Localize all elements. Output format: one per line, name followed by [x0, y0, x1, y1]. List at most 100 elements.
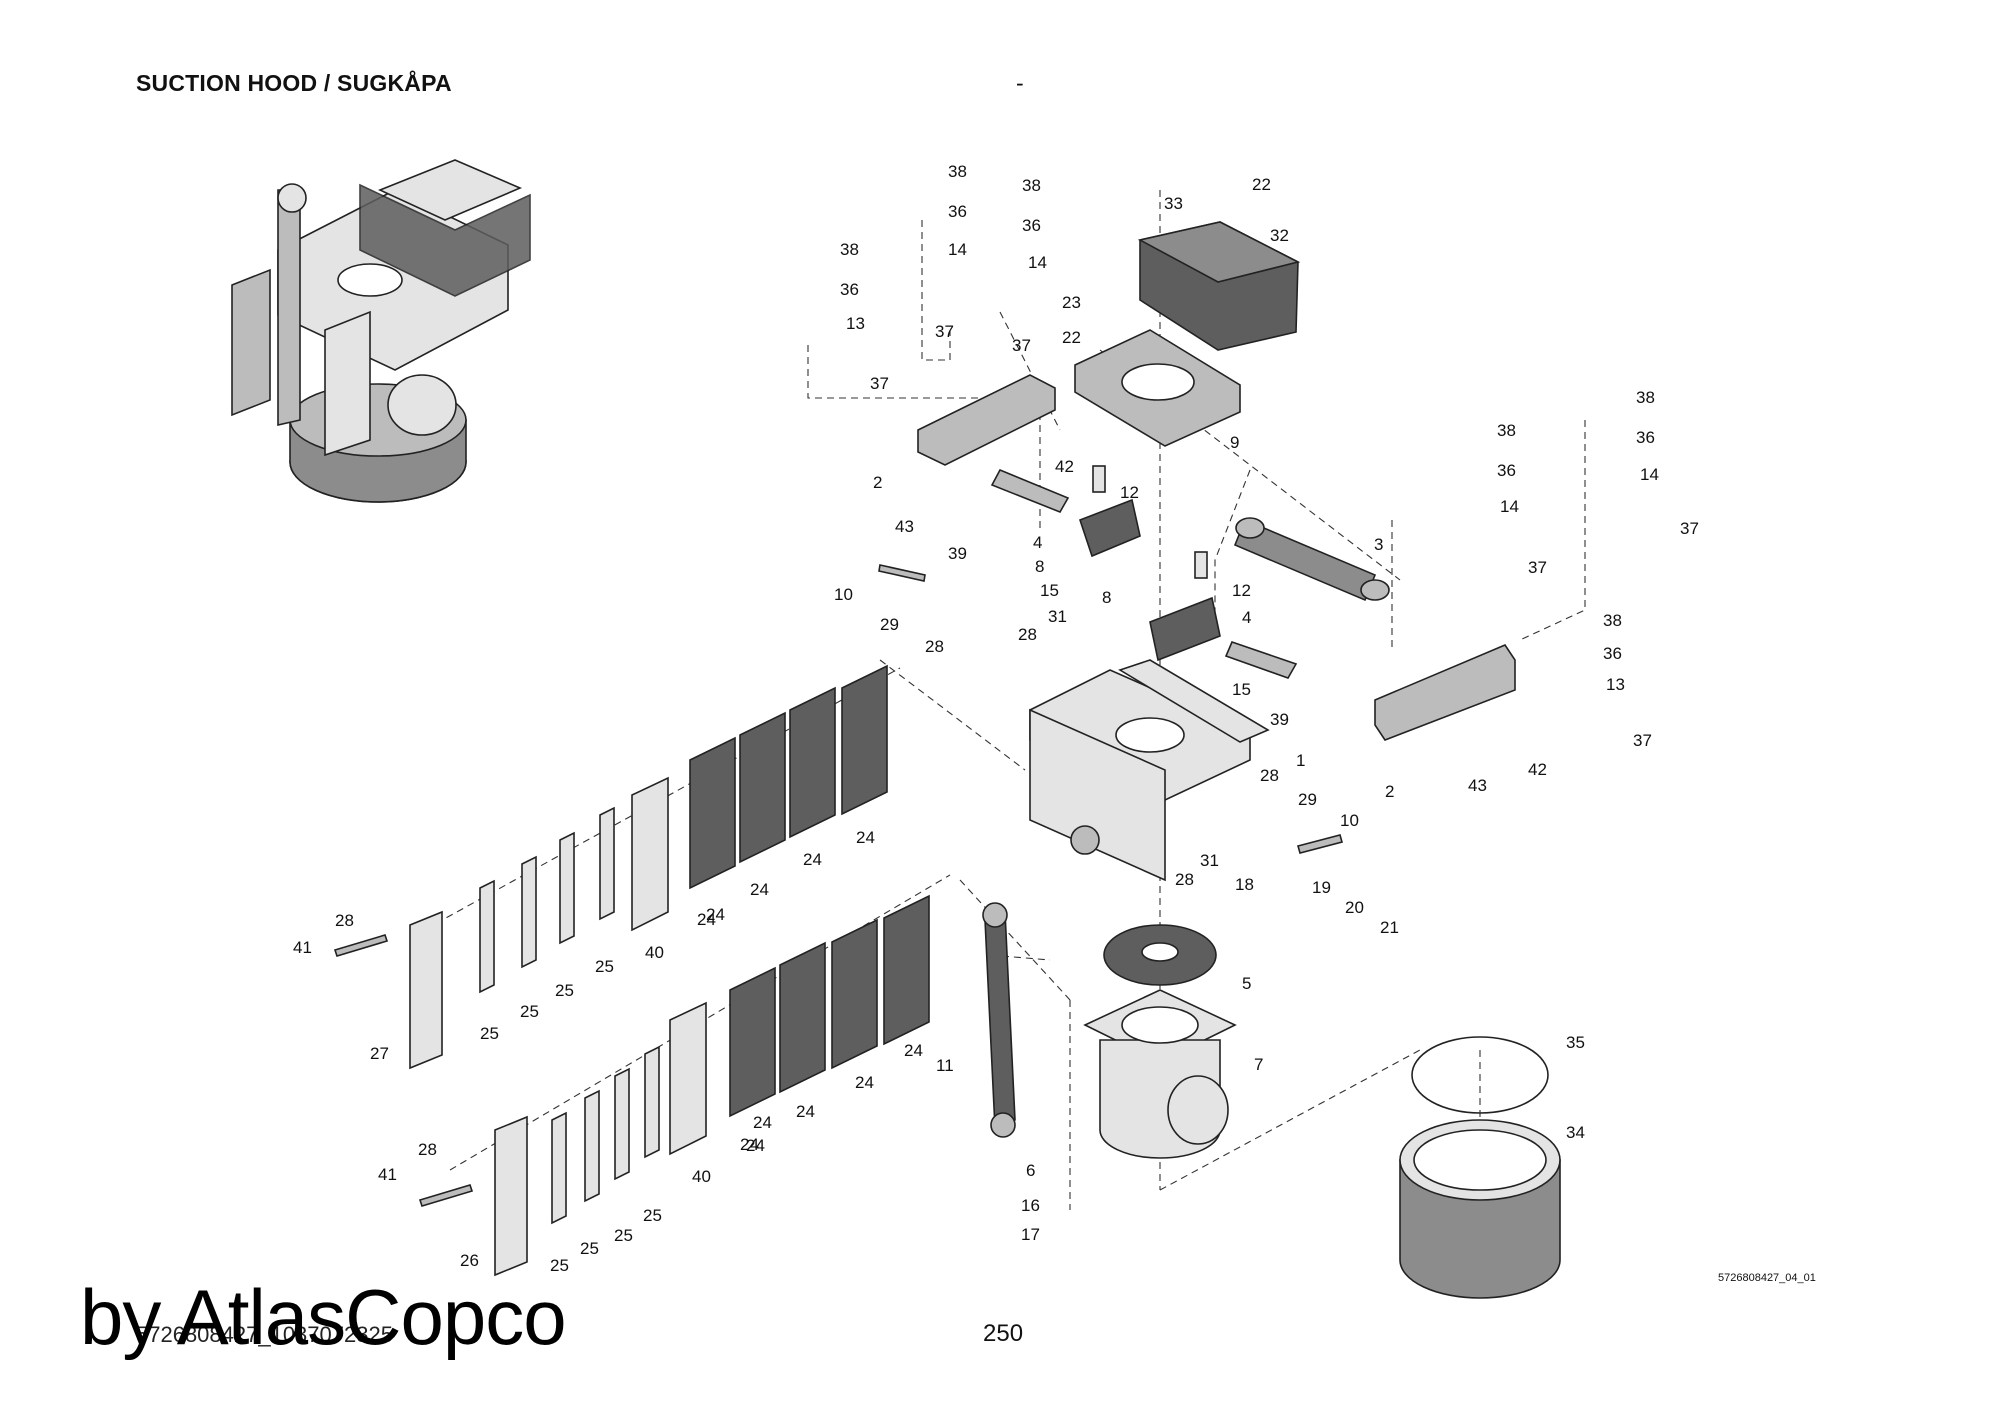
callout: 42 [1528, 760, 1547, 779]
callout: 3 [1374, 535, 1383, 554]
callout: 38 [1603, 611, 1622, 630]
callout: 24 [706, 905, 725, 924]
callout: 10 [1340, 811, 1359, 830]
callout: 14 [1500, 497, 1519, 516]
callout: 18 [1235, 875, 1254, 894]
callout: 36 [840, 280, 859, 299]
callout: 38 [1497, 421, 1516, 440]
callout: 14 [948, 240, 967, 259]
callout: 24 [803, 850, 822, 869]
callout: 24 [753, 1113, 772, 1132]
callout: 17 [1021, 1225, 1040, 1244]
callout: 33 [1164, 194, 1183, 213]
callout: 22 [1252, 175, 1271, 194]
callout: 25 [614, 1226, 633, 1245]
callout: 21 [1380, 918, 1399, 937]
callout: 24 [746, 1136, 765, 1155]
callout: 36 [1636, 428, 1655, 447]
callout: 20 [1345, 898, 1364, 917]
callout: 36 [1603, 644, 1622, 663]
callout: 37 [1012, 336, 1031, 355]
header-separator: - [1016, 70, 1024, 96]
drawing-reference: 5726808427_04_01 [1718, 1272, 1816, 1284]
callout: 38 [1636, 388, 1655, 407]
exploded-parts [333, 221, 1561, 1299]
callout: 24 [740, 1135, 759, 1154]
part-callouts: 38 38 36 36 14 14 38 36 13 37 37 37 33 2… [293, 162, 1699, 1275]
callout: 9 [1230, 433, 1239, 452]
callout: 38 [948, 162, 967, 181]
callout: 39 [948, 544, 967, 563]
callout: 23 [1062, 293, 1081, 312]
callout: 37 [870, 374, 889, 393]
callout: 24 [750, 880, 769, 899]
callout: 11 [936, 1056, 954, 1075]
callout: 28 [335, 911, 354, 930]
callout: 16 [1021, 1196, 1040, 1215]
callout: 28 [925, 637, 944, 656]
callout: 29 [1298, 790, 1317, 809]
page-number: 250 [983, 1320, 1024, 1347]
callout: 25 [520, 1002, 539, 1021]
watermark: by AtlasCopco [80, 1273, 567, 1361]
callout: 40 [692, 1167, 711, 1186]
callout: 29 [880, 615, 899, 634]
callout: 25 [595, 957, 614, 976]
callout: 24 [855, 1073, 874, 1092]
callout: 37 [1528, 558, 1547, 577]
callout: 6 [1026, 1161, 1035, 1180]
callout: 14 [1640, 465, 1659, 484]
callout: 28 [1175, 870, 1194, 889]
callout: 34 [1566, 1123, 1585, 1142]
callout: 31 [1048, 607, 1067, 626]
callout: 4 [1033, 533, 1042, 552]
callout: 15 [1232, 680, 1251, 699]
callout: 24 [904, 1041, 923, 1060]
callout: 24 [697, 910, 716, 929]
callout: 42 [1055, 457, 1074, 476]
callout: 32 [1270, 226, 1289, 245]
callout: 1 [1296, 751, 1305, 770]
callout: 24 [856, 828, 875, 847]
callout: 35 [1566, 1033, 1585, 1052]
callout: 41 [293, 938, 312, 957]
callout: 25 [480, 1024, 499, 1043]
callout: 25 [550, 1256, 569, 1275]
callout: 37 [935, 322, 954, 341]
callout: 36 [948, 202, 967, 221]
callout: 10 [834, 585, 853, 604]
callout: 28 [418, 1140, 437, 1159]
callout: 28 [1260, 766, 1279, 785]
callout: 12 [1120, 483, 1139, 502]
callout: 40 [645, 943, 664, 962]
callout: 31 [1200, 851, 1219, 870]
callout: 25 [555, 981, 574, 1000]
callout: 8 [1035, 557, 1044, 576]
callout: 43 [1468, 776, 1487, 795]
callout: 8 [1102, 588, 1111, 607]
callout: 36 [1497, 461, 1516, 480]
callout: 38 [1022, 176, 1041, 195]
callout: 7 [1254, 1055, 1263, 1074]
callout: 14 [1028, 253, 1047, 272]
callout: 15 [1040, 581, 1059, 600]
callout: 37 [1680, 519, 1699, 538]
callout: 27 [370, 1044, 389, 1063]
callout: 43 [895, 517, 914, 536]
callout: 12 [1232, 581, 1251, 600]
callout: 4 [1242, 608, 1251, 627]
callout: 37 [1633, 731, 1652, 750]
callout: 28 [1018, 625, 1037, 644]
callout: 13 [846, 314, 865, 333]
page-title: SUCTION HOOD / SUGKÅPA [136, 70, 452, 96]
callout: 36 [1022, 216, 1041, 235]
callout: 5 [1242, 974, 1251, 993]
callout: 39 [1270, 710, 1289, 729]
callout: 2 [1385, 782, 1394, 801]
callout: 26 [460, 1251, 479, 1270]
callout: 41 [378, 1165, 397, 1184]
callout: 25 [643, 1206, 662, 1225]
callout: 13 [1606, 675, 1625, 694]
callout: 19 [1312, 878, 1331, 897]
